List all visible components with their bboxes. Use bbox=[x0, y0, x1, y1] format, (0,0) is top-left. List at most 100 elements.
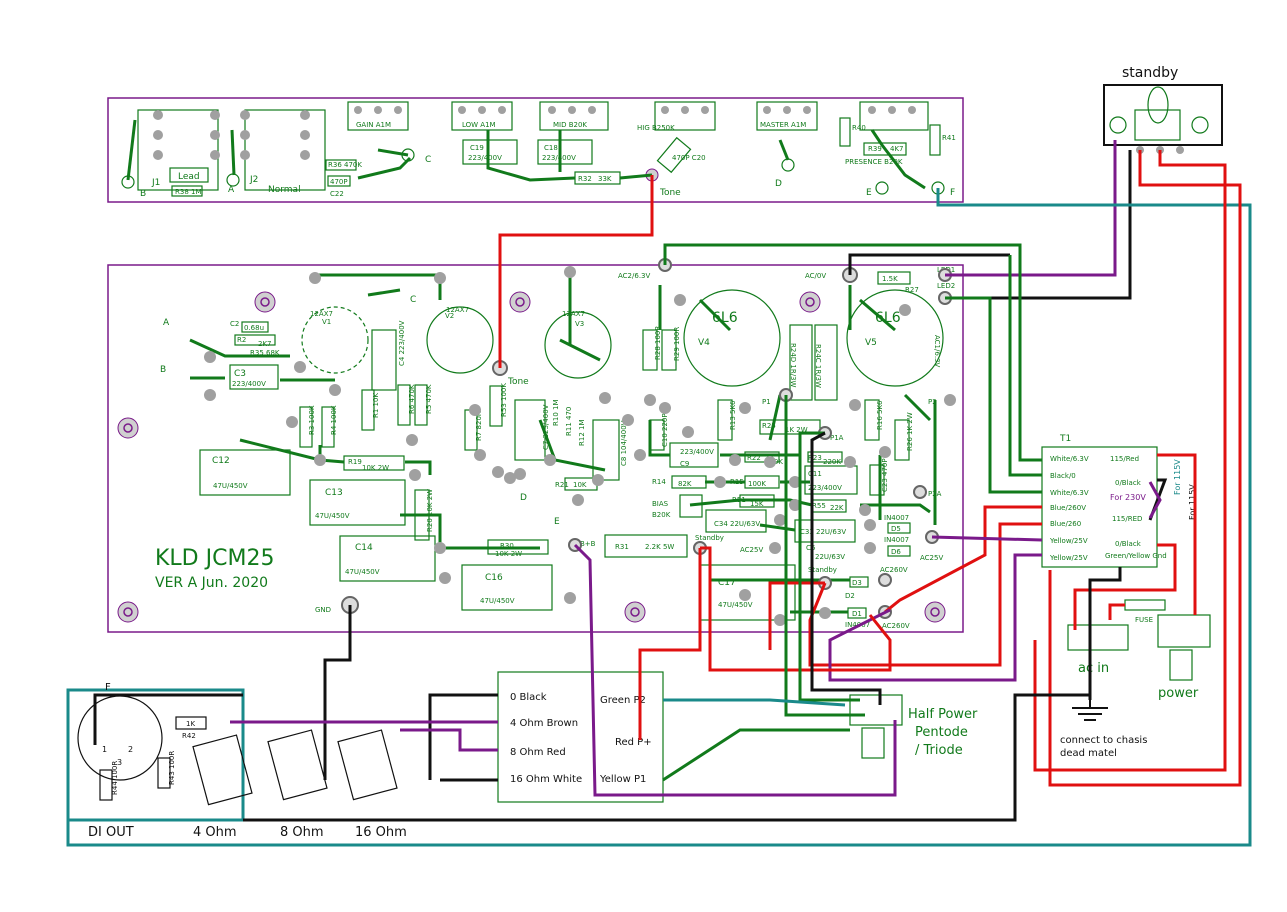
d6-label: D6 bbox=[891, 548, 901, 556]
t1-left-2: White/6.3V bbox=[1050, 489, 1089, 497]
r4-label: R4 100K bbox=[330, 405, 338, 435]
r39-label: R39 bbox=[868, 145, 882, 153]
di-out-label: DI OUT bbox=[88, 825, 134, 840]
r24d-label: R24D 1R/3W bbox=[789, 343, 797, 388]
t1-right-3: 0/Black bbox=[1115, 540, 1142, 548]
d5-label: D5 bbox=[891, 525, 901, 533]
half-power-label-3: / Triode bbox=[915, 743, 963, 758]
di-out-xlr: 1 2 3 R44 100R R43 100R 1K R42 F DI OUT bbox=[77, 682, 207, 840]
bias-value: B20K bbox=[652, 511, 671, 519]
master-pot-label: MASTER A1M bbox=[760, 121, 806, 129]
pot-high: HIG B250K bbox=[637, 101, 716, 132]
pot-master: MASTER A1M D bbox=[756, 101, 818, 189]
r26-label: R26 1K 2W bbox=[906, 412, 914, 451]
r51-value: 15K bbox=[750, 500, 764, 508]
v2-type: 12AX7 bbox=[446, 306, 469, 314]
r28-label: R28 100R bbox=[654, 326, 662, 360]
ac0-label: AC/0V bbox=[805, 272, 826, 280]
ot-sec-2: 8 Ohm Red bbox=[510, 747, 566, 758]
r32-value: 33K bbox=[598, 175, 612, 183]
p2-label: P2 bbox=[928, 398, 937, 406]
jack-j1-label: J1 bbox=[151, 178, 160, 188]
point-c-top: C bbox=[425, 155, 431, 165]
r2-value: 2K7 bbox=[258, 340, 272, 348]
t1-right-0: 115/Red bbox=[1110, 455, 1139, 463]
chassis-note-1: connect to chasis bbox=[1060, 735, 1147, 746]
bplus-label: B+B bbox=[580, 540, 596, 548]
point-a-top: A bbox=[228, 185, 235, 195]
out-8ohm-label: 8 Ohm bbox=[280, 825, 324, 840]
r20-label: R20 10K 2W bbox=[426, 489, 434, 532]
c3-label: C3 bbox=[234, 369, 246, 379]
standby-label-1: Standby bbox=[695, 534, 724, 542]
jack-normal-label: Normal bbox=[268, 185, 301, 195]
output-jack-16ohm: 16 Ohm bbox=[337, 729, 407, 840]
jack-j2: J2 Normal A bbox=[226, 109, 326, 195]
r39-value: 4K7 bbox=[890, 145, 904, 153]
d3-label: D3 bbox=[852, 579, 862, 587]
pot-mid: MID B20K bbox=[539, 101, 609, 131]
r32-label: R32 bbox=[578, 175, 592, 183]
r30-value: 10K 2W bbox=[495, 550, 522, 558]
r55-label: R55 bbox=[812, 502, 826, 510]
power-switch[interactable]: power bbox=[1157, 614, 1211, 701]
r55-value: 22K bbox=[830, 504, 844, 512]
r21-value: 10K bbox=[573, 481, 587, 489]
point-e-top: E bbox=[866, 188, 872, 198]
tube-v4: 6L6 V4 bbox=[683, 289, 781, 387]
out-16ohm-label: 16 Ohm bbox=[355, 825, 407, 840]
c17-value: 47U/450V bbox=[718, 601, 753, 609]
tube-v2: V2 12AX7 bbox=[426, 306, 494, 374]
cap-c16 bbox=[461, 564, 553, 611]
gnd-label: GND bbox=[315, 606, 331, 614]
point-f-top: F bbox=[950, 188, 955, 198]
ac260-label-2: AC260V bbox=[882, 622, 910, 630]
ac25-right-label: AC25V bbox=[920, 554, 943, 562]
r10-label: R10 1M bbox=[552, 400, 560, 427]
t1-right-2: 115/RED bbox=[1112, 515, 1142, 523]
t1-left-0: White/6.3V bbox=[1050, 455, 1089, 463]
t1-left-3: Blue/260V bbox=[1050, 504, 1086, 512]
r42-value: 1K bbox=[186, 720, 195, 728]
c11-value: 223/400V bbox=[808, 484, 842, 492]
output-jack-8ohm: 8 Ohm bbox=[267, 729, 328, 840]
cap-c14 bbox=[339, 535, 436, 582]
point-b-top: B bbox=[140, 189, 146, 199]
control-board bbox=[107, 97, 964, 203]
ac2-label: AC2/6.3V bbox=[618, 272, 650, 280]
ot-pri-2: Yellow P1 bbox=[599, 774, 646, 785]
r40-label: R40 bbox=[852, 124, 866, 132]
r1k-label: 1.5K bbox=[882, 275, 898, 283]
ac25-left-label: AC25V bbox=[740, 546, 763, 554]
main-pads bbox=[204, 266, 956, 626]
v1-label: V1 bbox=[322, 318, 331, 326]
ot-sec-1: 4 Ohm Brown bbox=[510, 718, 578, 729]
power-label: power bbox=[1158, 686, 1199, 701]
t1-left-5: Yellow/25V bbox=[1049, 537, 1088, 545]
t1-left-1: Black/0 bbox=[1050, 472, 1076, 480]
ac-in-label: ac in bbox=[1078, 661, 1109, 676]
half-power-switch[interactable]: Half Power Pentode / Triode bbox=[849, 694, 978, 759]
c11-label: C11 bbox=[808, 470, 822, 478]
cap-c13 bbox=[309, 479, 406, 526]
presence-pot-label: PRESENCE B20K bbox=[845, 158, 903, 166]
r31-value: 2.2K 5W bbox=[645, 543, 674, 551]
r16-label: R16 5K6 bbox=[876, 400, 884, 430]
ot-sec-3: 16 Ohm White bbox=[510, 774, 582, 785]
p1-label: P1 bbox=[762, 398, 771, 406]
power-transformer-t1: T1 White/6.3V Black/0 White/6.3V Blue/26… bbox=[1041, 434, 1197, 568]
standby-label: standby bbox=[1122, 65, 1178, 81]
point-f-out: F bbox=[105, 682, 111, 693]
r35-label: R35 68K bbox=[250, 349, 280, 357]
r38-label: R38 1M bbox=[175, 188, 202, 196]
r15-value: 100K bbox=[748, 480, 766, 488]
c22-label: C22 bbox=[330, 190, 344, 198]
r41-label: R41 bbox=[942, 134, 956, 142]
r22-label: R22 bbox=[747, 454, 761, 462]
standby-switch[interactable]: standby bbox=[1103, 65, 1223, 154]
output-transformer: 0 Black 4 Ohm Brown 8 Ohm Red 16 Ohm Whi… bbox=[497, 671, 664, 803]
ot-sec-0: 0 Black bbox=[510, 692, 547, 703]
t1-note-115-b: For 115V bbox=[1188, 484, 1197, 520]
c10-label: C10 220P bbox=[661, 413, 669, 447]
c6-value: 22U/63V bbox=[815, 553, 845, 561]
